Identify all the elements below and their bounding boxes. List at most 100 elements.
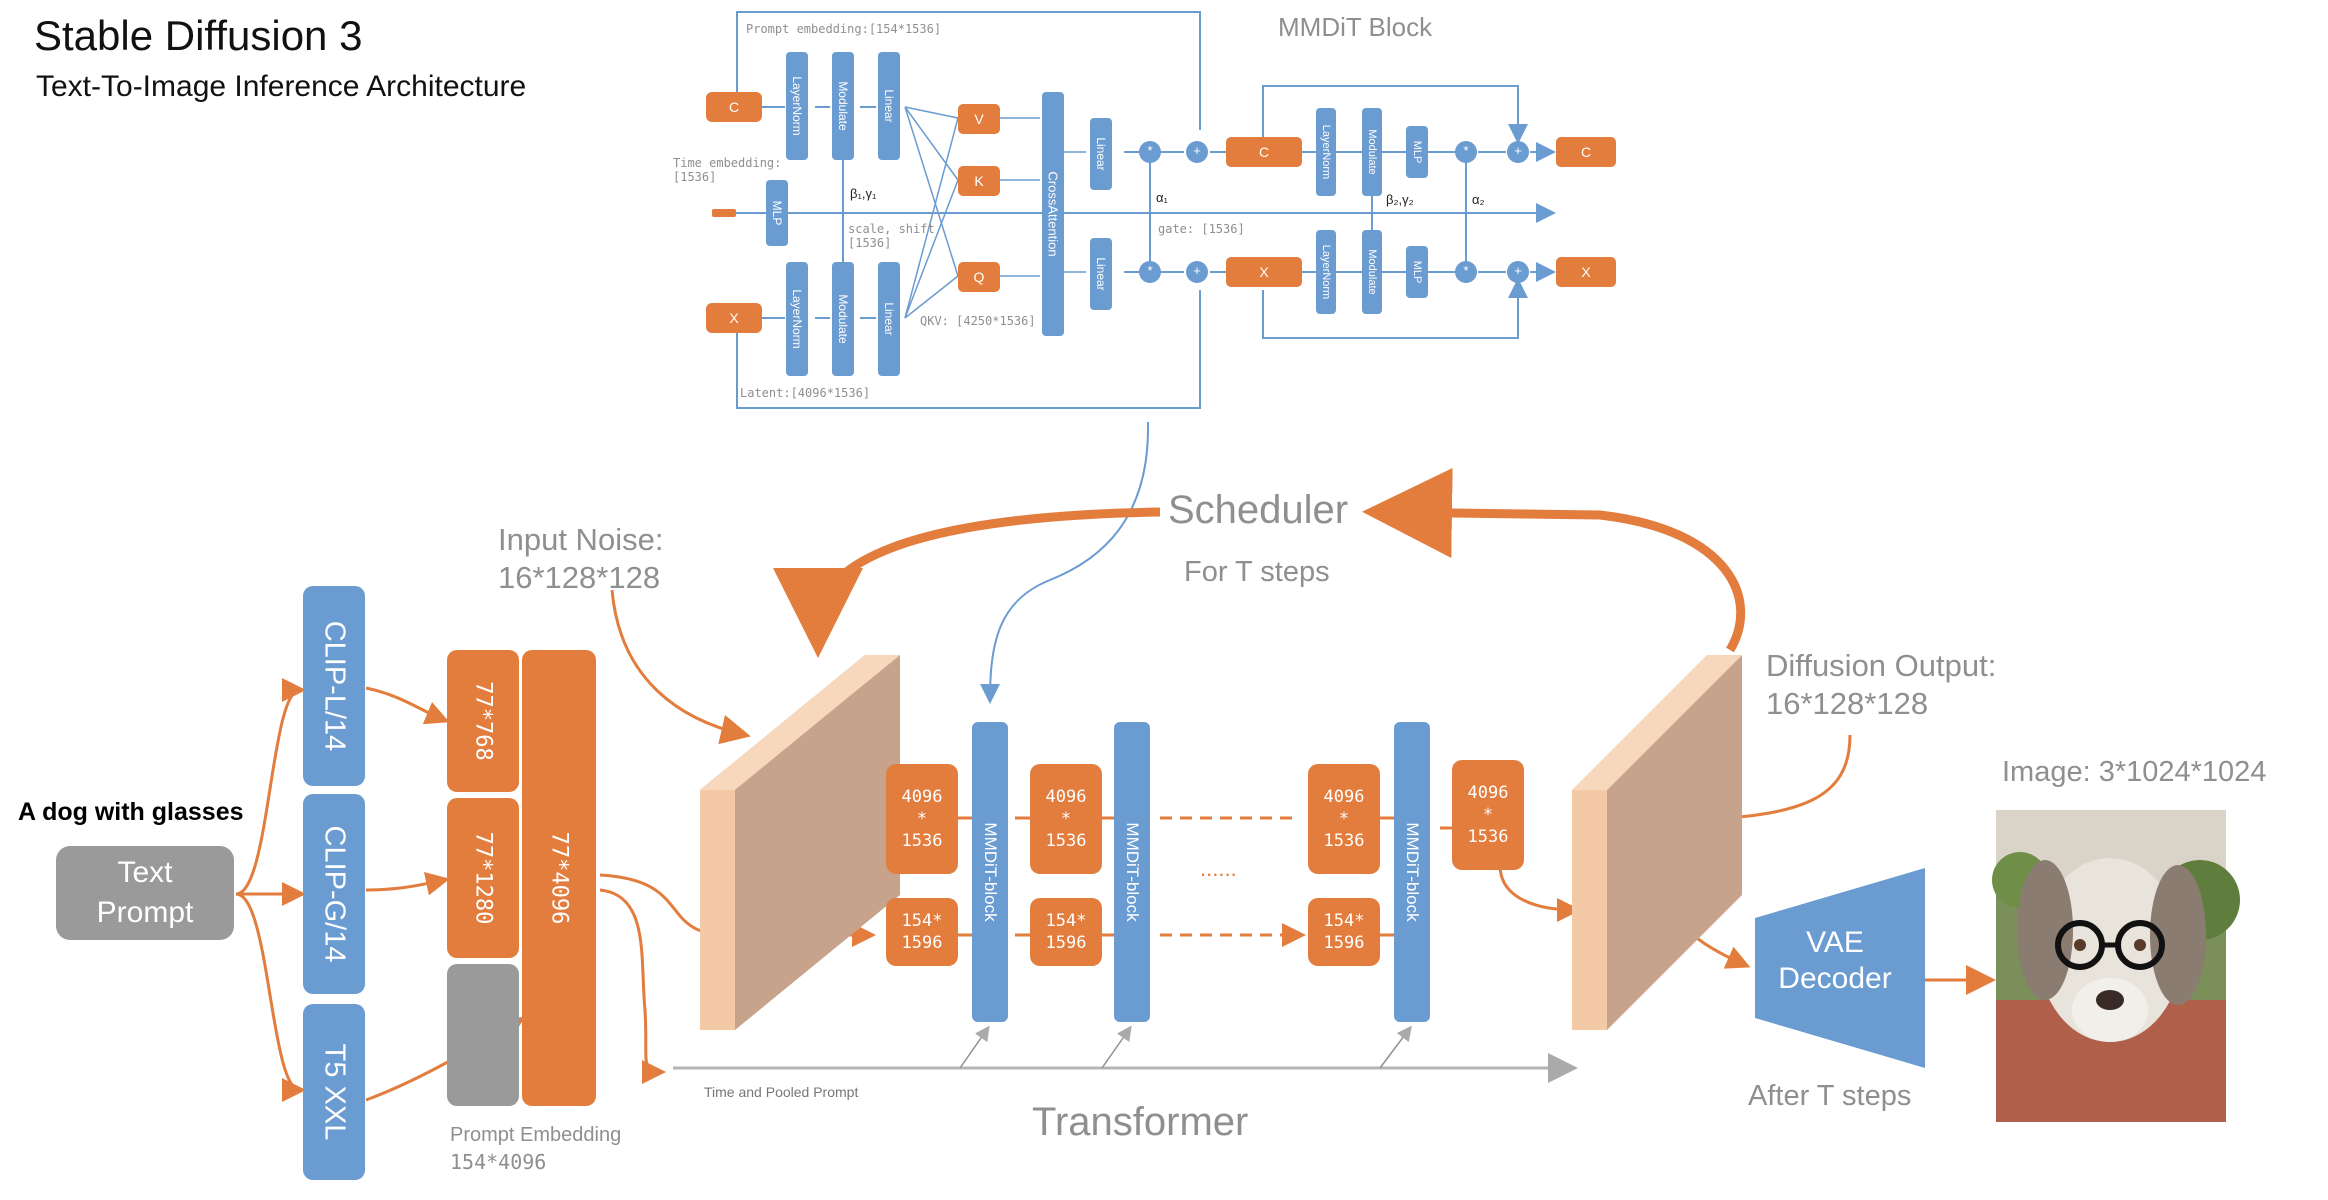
- x-layernorm-block: LayerNorm: [786, 262, 808, 376]
- diffusion-output-dim: 16*128*128: [1766, 686, 1929, 721]
- c-output-node: C: [1556, 137, 1616, 167]
- time-pooled-label: Time and Pooled Prompt: [704, 1084, 859, 1100]
- input-noise-label: Input Noise:: [498, 522, 664, 557]
- scheduler-label: Scheduler: [1168, 488, 1349, 532]
- clip-g-encoder: CLIP-G/14: [303, 794, 365, 994]
- c-modulate2-block: Modulate: [1362, 108, 1382, 196]
- prompt-token-1: 154*1596: [886, 898, 958, 966]
- output-to-scheduler-arrow: [1362, 467, 1746, 653]
- image-label: Image: 3*1024*1024: [2002, 756, 2267, 788]
- prompt-token-2: 154*1596: [1030, 898, 1102, 966]
- x-modulate-block: Modulate: [832, 262, 854, 376]
- mmdit-block-2: MMDiT-block: [1114, 722, 1150, 1022]
- prompt-embedding-label: Prompt Embedding: [450, 1124, 622, 1146]
- c-layernorm2-block: LayerNorm: [1316, 108, 1336, 196]
- x-residual-add-op: +: [1193, 263, 1201, 278]
- latent-token-out: 4096*1536: [1452, 760, 1524, 870]
- ellipsis: ......: [1200, 856, 1237, 881]
- t5-padding-block: [447, 964, 519, 1106]
- prompt-embedding-dim: 154*4096: [450, 1150, 547, 1174]
- clip-l-encoder: CLIP-L/14: [303, 586, 365, 786]
- transformer-label: Transformer: [1032, 1100, 1249, 1144]
- gate-label: gate: [1536]: [1158, 222, 1245, 236]
- alpha1-label: α₁: [1156, 190, 1168, 205]
- alpha2-label: α₂: [1472, 192, 1485, 207]
- c-gate-mult-op: *: [1147, 143, 1153, 158]
- text-prompt-node: Text Prompt: [56, 846, 234, 940]
- emb-768-block: 77*768: [447, 650, 519, 792]
- c-mid-node: C: [1226, 137, 1302, 167]
- x-residual-path: [1262, 278, 1528, 339]
- x-mlp-mult-op: *: [1463, 263, 1469, 278]
- c-modulate-block: Modulate: [832, 52, 854, 160]
- text-prompt-line1: Text: [117, 856, 173, 889]
- latent-token-2: 4096*1536: [1030, 764, 1102, 874]
- c-mlp-add-op: +: [1514, 143, 1522, 158]
- c-residual-add-op: +: [1193, 143, 1201, 158]
- mmdit-block-1: MMDiT-block: [972, 722, 1008, 1022]
- c-attn-linear-block: Linear: [1090, 118, 1112, 190]
- cross-attention-block: CrossAttention: [1042, 92, 1064, 336]
- x-modulate2-block: Modulate: [1362, 230, 1382, 314]
- diffusion-output-panel: [1572, 655, 1742, 1030]
- mmdit-block-n: MMDiT-block: [1394, 722, 1430, 1022]
- prompt-embedding-path: [736, 11, 1201, 130]
- mmdit-detail-link: [980, 421, 1150, 704]
- c-input-node: C: [706, 92, 762, 122]
- beta2-label: β₂,γ₂: [1386, 192, 1414, 207]
- vae-line2: Decoder: [1778, 962, 1892, 995]
- page-title: Stable Diffusion 3: [34, 12, 363, 59]
- scheduler-to-noise-arrow: [773, 507, 1161, 658]
- diffusion-output-label: Diffusion Output:: [1766, 648, 1997, 683]
- x-output-node: X: [1556, 257, 1616, 287]
- vae-decoder-shape: [1755, 868, 1925, 1068]
- c-linear-block: Linear: [878, 52, 900, 160]
- x-input-node: X: [706, 303, 762, 333]
- x-linear-block: Linear: [878, 262, 900, 376]
- q-node: Q: [958, 262, 1000, 292]
- x-mlp-block: MLP: [1406, 246, 1428, 298]
- latent-token-3: 4096*1536: [1308, 764, 1380, 874]
- c-residual-path: [1262, 85, 1528, 150]
- t5-xxl-encoder: T5 XXL: [303, 1004, 365, 1180]
- x-gate-mult-op: *: [1147, 263, 1153, 278]
- page-subtitle: Text-To-Image Inference Architecture: [36, 70, 527, 103]
- vae-decoder-label: VAE Decoder: [1770, 925, 1900, 997]
- emb-4096-block: 77*4096: [522, 650, 596, 1106]
- time-embedding-dim: [1536]: [673, 170, 717, 184]
- mmdit-ops: [1139, 141, 1529, 283]
- input-noise-dim: 16*128*128: [498, 560, 661, 595]
- prompt-caption: A dog with glasses: [18, 798, 244, 826]
- time-embedding-node: [712, 209, 736, 217]
- output-dog-image: [1992, 810, 2240, 1122]
- time-mlp-block: MLP: [766, 180, 788, 246]
- x-attn-linear-block: Linear: [1090, 238, 1112, 310]
- qkv-label: QKV: [4250*1536]: [920, 314, 1036, 328]
- text-prompt-line2: Prompt: [96, 896, 194, 929]
- c-layernorm-block: LayerNorm: [786, 52, 808, 160]
- qkv-fan-lines: [904, 106, 1086, 319]
- after-t-steps-label: After T steps: [1748, 1080, 1912, 1112]
- v-node: V: [958, 104, 1000, 134]
- input-noise-panel: [700, 655, 900, 1030]
- c-mlp-block: MLP: [1406, 126, 1428, 178]
- beta1-label: β₁,γ₁: [850, 186, 877, 201]
- mmdit-title: MMDiT Block: [1278, 12, 1433, 42]
- x-layernorm2-block: LayerNorm: [1316, 230, 1336, 314]
- vae-line1: VAE: [1806, 926, 1864, 959]
- emb-1280-block: 77*1280: [447, 798, 519, 958]
- c-mlp-mult-op: *: [1463, 143, 1469, 158]
- x-mlp-add-op: +: [1514, 263, 1522, 278]
- time-embedding-label: Time embedding:: [673, 156, 782, 170]
- latent-path: [736, 290, 1201, 409]
- k-node: K: [958, 166, 1000, 196]
- prompt-token-3: 154*1596: [1308, 898, 1380, 966]
- latent-label: Latent:[4096*1536]: [740, 386, 871, 400]
- x-mid-node: X: [1226, 257, 1302, 287]
- scale-shift-dim: [1536]: [848, 236, 892, 250]
- latent-token-1: 4096*1536: [886, 764, 958, 874]
- scale-shift-label: scale, shift: [848, 222, 935, 236]
- for-t-steps-label: For T steps: [1184, 556, 1330, 588]
